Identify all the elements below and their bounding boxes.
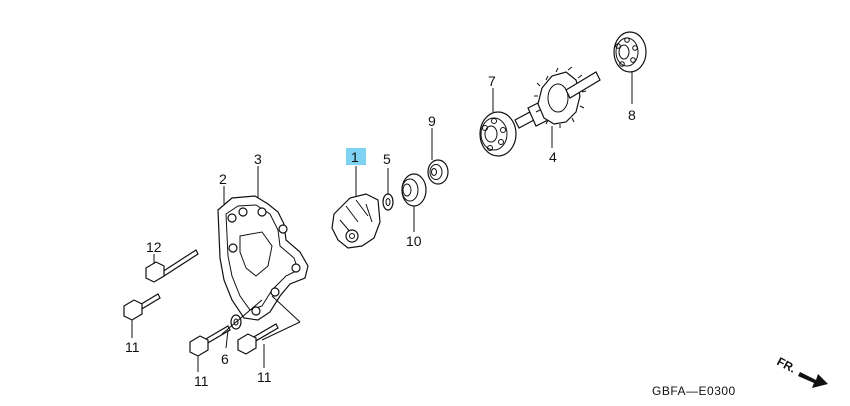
oil-seal [401,173,427,207]
bolt-12 [145,249,199,283]
callout-11-middle: 11 [194,373,209,389]
front-arrow-icon: FR. [775,354,828,388]
bearing-7 [479,111,517,157]
bolt-11-middle [189,325,231,357]
callout-8: 8 [628,107,636,123]
callout-1: 1 [351,149,359,165]
callout-1-highlight [346,148,366,165]
callout-10: 10 [406,233,422,249]
callout-9: 9 [428,113,436,129]
mechanical-seal [427,159,449,185]
callout-3: 3 [254,151,262,167]
callout-2: 2 [219,171,227,187]
direction-label: FR. [775,354,799,375]
washer [382,193,394,211]
bearing-8 [613,31,647,73]
callout-4: 4 [549,149,557,165]
impeller [331,193,381,249]
callout-6: 6 [221,351,229,367]
callout-5: 5 [383,151,391,167]
leader-lines [131,72,633,372]
callout-7: 7 [488,73,496,89]
pump-shaft-gear [514,66,601,129]
callout-11-left: 11 [125,339,140,355]
callout-12: 12 [146,239,162,255]
water-pump-cover [217,195,309,321]
diagram-code: GBFA—E0300 [652,384,736,398]
callout-11-right: 11 [257,369,272,385]
bolt-11-left [123,293,161,321]
bolt-11-right [237,323,279,355]
